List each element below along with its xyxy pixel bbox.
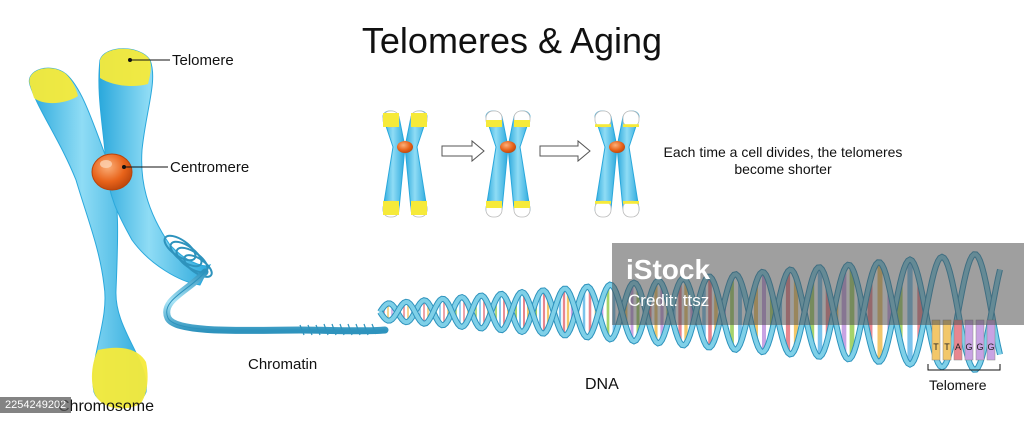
telomere-base-letter: G	[987, 342, 994, 352]
stage-centromere	[500, 141, 516, 153]
stage-telomere-bottom	[486, 201, 502, 208]
arrow-2	[539, 139, 591, 163]
stage-telomere-top	[514, 120, 530, 127]
stage-telomere-bottom	[595, 201, 611, 204]
chromatin-label: Chromatin	[248, 356, 318, 373]
stage-chromosome-3	[594, 110, 640, 218]
centromere-sphere	[91, 153, 133, 191]
telomere-base-letter: T	[944, 342, 950, 352]
telomere-base-bar	[975, 319, 985, 361]
centromere-label: Centromere	[170, 159, 250, 176]
telomere-cap-left-bottom	[91, 347, 148, 409]
stage-centromere	[609, 141, 625, 153]
stage-telomere-top	[383, 113, 399, 127]
division-stages	[382, 110, 640, 218]
telomere-leader-dot	[128, 58, 132, 62]
stage-telomere-top	[411, 113, 427, 127]
telomere-cap-left-top	[29, 68, 78, 104]
stage-telomere-bottom	[411, 201, 427, 215]
telomere-base-letter: G	[965, 342, 972, 352]
dna-label: DNA	[585, 376, 619, 393]
division-caption: Each time a cell divides, the telomeres …	[663, 144, 903, 177]
telomere-base-letter: G	[976, 342, 983, 352]
watermark-panel	[612, 243, 1024, 325]
stage-telomere-bottom	[514, 201, 530, 208]
left-chromatid	[28, 67, 147, 406]
chromosome-label: Chromosome	[58, 398, 155, 415]
stage-telomere-top	[623, 124, 639, 127]
stock-id-badge: 2254249202	[0, 397, 72, 413]
centromere-leader-dot	[122, 165, 126, 169]
stage-telomere-top	[486, 120, 502, 127]
telomere-cap-right-top	[100, 48, 151, 86]
centromere-highlight	[100, 160, 112, 168]
telomere-base-bar	[931, 319, 941, 361]
telomere-base-bar	[953, 319, 963, 361]
stage-telomere-top	[595, 124, 611, 127]
chromatin-coil	[163, 234, 213, 278]
watermark-logo: iStock	[626, 254, 711, 285]
chromatin-twist	[299, 323, 377, 336]
telomere-sequence-label: Telomere	[929, 377, 987, 393]
chromosome-illustration	[28, 48, 389, 409]
telomere-bracket	[927, 364, 1001, 371]
stage-telomere-bottom	[623, 201, 639, 204]
stage-chromosome-2	[485, 110, 531, 218]
telomere-label: Telomere	[172, 52, 234, 69]
watermark-credit: Credit: ttsz	[628, 291, 710, 310]
diagram-title: Telomeres & Aging	[361, 20, 663, 61]
telomere-base-bar	[942, 319, 952, 361]
telomere-base-bar	[964, 319, 974, 361]
arrow-1	[441, 139, 485, 163]
telomere-base-letter: T	[933, 342, 939, 352]
telomere-base-letter: A	[955, 342, 961, 352]
chromatin-fiber	[163, 268, 389, 335]
telomere-base-bar	[986, 319, 996, 361]
stage-arrows	[441, 139, 591, 163]
stage-telomere-bottom	[383, 201, 399, 215]
stage-chromosome-1	[382, 110, 428, 218]
stage-centromere	[397, 141, 413, 153]
